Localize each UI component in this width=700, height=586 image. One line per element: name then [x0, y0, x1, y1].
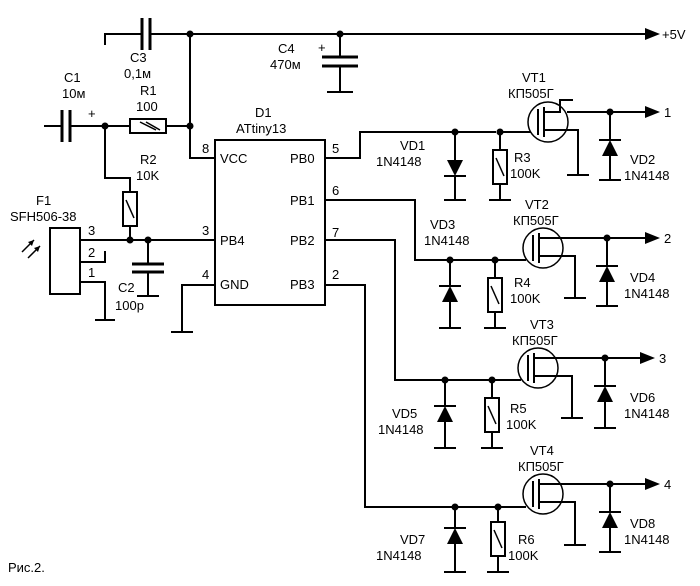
svg-text:R1: R1 — [140, 83, 157, 98]
pin-pb0: PB0 — [290, 151, 315, 166]
svg-text:100p: 100p — [115, 298, 144, 313]
c2-capacitor: C2 100p — [115, 239, 164, 313]
r1-resistor: R1 100 — [129, 83, 191, 134]
svg-text:1N4148: 1N4148 — [624, 286, 670, 301]
svg-text:100K: 100K — [510, 291, 541, 306]
svg-text:2: 2 — [332, 267, 339, 282]
pin-pb2: PB2 — [290, 233, 315, 248]
svg-text:1N4148: 1N4148 — [624, 532, 670, 547]
svg-text:8: 8 — [202, 141, 209, 156]
c4-capacitor: + C4 470м — [270, 33, 358, 93]
svg-text:C1: C1 — [64, 70, 81, 85]
svg-text:10K: 10K — [136, 168, 159, 183]
svg-text:3: 3 — [88, 223, 95, 238]
svg-text:R6: R6 — [518, 532, 535, 547]
svg-text:1N4148: 1N4148 — [424, 233, 470, 248]
svg-text:3: 3 — [202, 223, 209, 238]
svg-text:0,1м: 0,1м — [124, 66, 151, 81]
svg-text:10м: 10м — [62, 86, 85, 101]
svg-text:VD4: VD4 — [630, 270, 655, 285]
svg-text:D1: D1 — [255, 105, 272, 120]
svg-text:7: 7 — [332, 225, 339, 240]
supply-label: +5V — [662, 27, 686, 42]
output-3-label: 3 — [659, 351, 666, 366]
svg-text:VD2: VD2 — [630, 152, 655, 167]
svg-text:C4: C4 — [278, 41, 295, 56]
svg-text:C2: C2 — [118, 280, 135, 295]
svg-text:+: + — [318, 40, 326, 55]
svg-text:КП505Г: КП505Г — [518, 459, 564, 474]
pin-pb3: PB3 — [290, 277, 315, 292]
pin-gnd: GND — [220, 277, 249, 292]
c1-capacitor: + C1 10м — [44, 70, 131, 142]
svg-text:1N4148: 1N4148 — [376, 548, 422, 563]
svg-text:VD3: VD3 — [430, 217, 455, 232]
svg-text:R5: R5 — [510, 401, 527, 416]
svg-text:1: 1 — [88, 265, 95, 280]
svg-text:SFH506-38: SFH506-38 — [10, 209, 76, 224]
output-4-label: 4 — [664, 477, 671, 492]
svg-text:1N4148: 1N4148 — [378, 422, 424, 437]
f1-ir-receiver: F1 SFH506-38 3 2 1 — [10, 193, 211, 321]
svg-text:+: + — [88, 106, 96, 121]
vcc-wire — [186, 33, 216, 159]
svg-text:R3: R3 — [514, 150, 531, 165]
r2-resistor: R2 10K — [104, 125, 159, 241]
output-2-label: 2 — [664, 231, 671, 246]
supply-rail: +5V — [104, 18, 686, 50]
pin-pb1: PB1 — [290, 193, 315, 208]
svg-text:C3: C3 — [130, 50, 147, 65]
svg-text:100K: 100K — [510, 166, 541, 181]
svg-text:ATtiny13: ATtiny13 — [236, 121, 286, 136]
svg-text:R4: R4 — [514, 275, 531, 290]
svg-text:5: 5 — [332, 141, 339, 156]
channel-3: VD5 1N4148 R5 100K VT3 КП505Г 3 VD6 1N41… — [378, 317, 670, 449]
pin-pb4: PB4 — [220, 233, 245, 248]
svg-text:1N4148: 1N4148 — [376, 154, 422, 169]
svg-text:VD1: VD1 — [400, 138, 425, 153]
svg-text:100K: 100K — [508, 548, 539, 563]
figure-caption: Рис.2. — [8, 560, 45, 575]
svg-text:100: 100 — [136, 99, 158, 114]
c3-labels: C3 0,1м — [124, 50, 151, 81]
svg-text:VD6: VD6 — [630, 390, 655, 405]
svg-text:КП505Г: КП505Г — [512, 333, 558, 348]
svg-text:VT3: VT3 — [530, 317, 554, 332]
svg-text:VD7: VD7 — [400, 532, 425, 547]
channel-4: VD7 1N4148 R6 100K VT4 КП505Г 4 VD8 1N41… — [376, 443, 671, 573]
svg-text:VT4: VT4 — [530, 443, 554, 458]
svg-text:VD8: VD8 — [630, 516, 655, 531]
channel-1: VD1 1N4148 R3 100K VT1 КП505Г 1 — [376, 70, 671, 201]
svg-text:1N4148: 1N4148 — [624, 406, 670, 421]
svg-text:100K: 100K — [506, 417, 537, 432]
svg-text:F1: F1 — [36, 193, 51, 208]
svg-text:470м: 470м — [270, 57, 301, 72]
svg-text:2: 2 — [88, 245, 95, 260]
d1-microcontroller: D1 ATtiny13 VCC PB4 GND PB0 PB1 PB2 PB3 … — [202, 105, 339, 306]
svg-text:VT1: VT1 — [522, 70, 546, 85]
svg-text:VT2: VT2 — [525, 197, 549, 212]
channel-2: VD3 1N4148 R4 100K VT2 КП505Г 2 VD4 1N41… — [424, 197, 671, 329]
pin-vcc: VCC — [220, 151, 247, 166]
svg-text:6: 6 — [332, 183, 339, 198]
output-1-label: 1 — [664, 105, 671, 120]
svg-text:VD5: VD5 — [392, 406, 417, 421]
svg-text:КП505Г: КП505Г — [508, 86, 554, 101]
svg-text:4: 4 — [202, 267, 209, 282]
svg-text:КП505Г: КП505Г — [513, 213, 559, 228]
svg-text:R2: R2 — [140, 152, 157, 167]
svg-text:1N4148: 1N4148 — [624, 168, 670, 183]
